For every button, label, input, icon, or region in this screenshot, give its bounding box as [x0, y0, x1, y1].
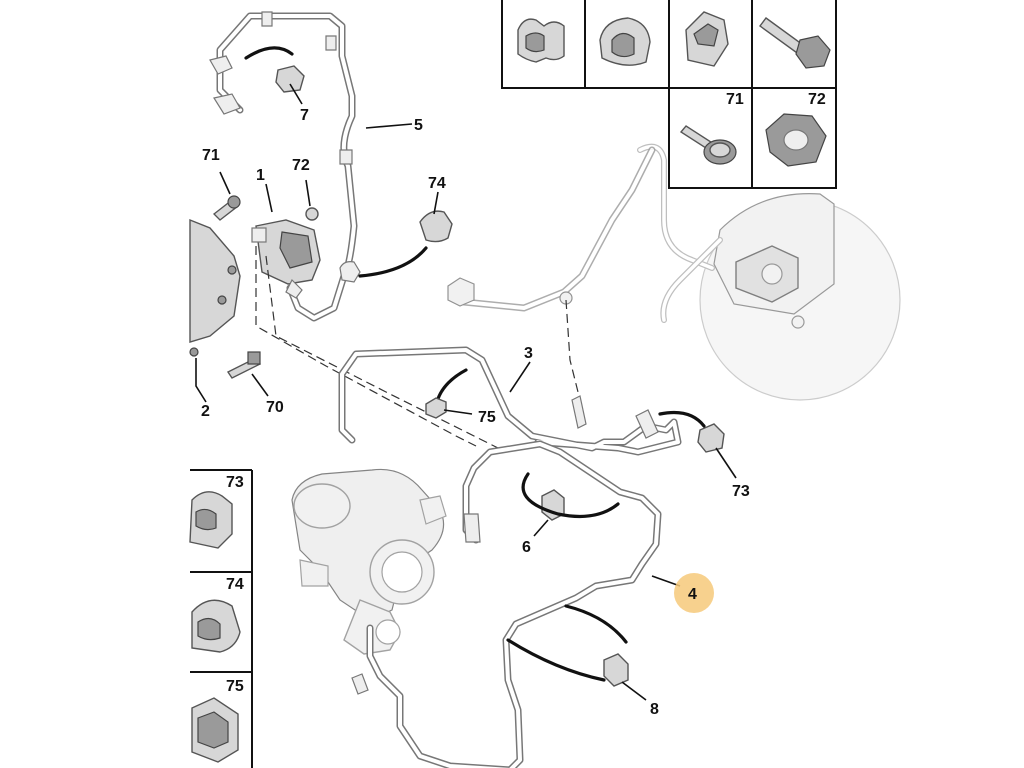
- hex-nut-icon: [765, 113, 827, 167]
- callout-75: 75: [478, 409, 496, 426]
- pointer-arc: [564, 604, 628, 644]
- callout-7: 7: [300, 107, 309, 124]
- dashed-routing-lines: [255, 246, 581, 453]
- callout-1: 1: [256, 167, 265, 184]
- callout-74: 74: [428, 175, 446, 192]
- top-legend-grid: 71 72: [501, 0, 837, 189]
- bolt-70: [226, 351, 262, 379]
- legend-label-75: 75: [226, 678, 244, 695]
- leader-line: [219, 171, 231, 195]
- leader-line: [715, 447, 737, 479]
- leader-line: [289, 83, 303, 105]
- flange-screw-icon: [679, 125, 737, 165]
- clip-bracket-icon: [685, 11, 729, 67]
- clip-single-icon: [599, 17, 651, 66]
- leader-line: [265, 183, 273, 213]
- callout-70: 70: [266, 399, 284, 416]
- clip-8: [603, 653, 629, 687]
- leader-line: [433, 191, 439, 215]
- legend-label-71: 71: [726, 91, 744, 108]
- callout-73: 73: [732, 483, 750, 500]
- nut-72: [305, 207, 319, 221]
- clip-73: [697, 423, 725, 453]
- pointer-arc: [244, 46, 294, 60]
- clip-double-icon: [517, 18, 565, 63]
- clip-single-icon: [191, 599, 241, 653]
- pipe-4: [351, 440, 662, 768]
- leader-line: [509, 361, 531, 393]
- clip-75: [425, 397, 447, 419]
- clip-7: [275, 65, 305, 93]
- highlight-marker[interactable]: [674, 573, 714, 613]
- pointer-arc: [358, 246, 428, 278]
- vacuum-pump-assembly: [637, 143, 901, 401]
- vacuum-pipe: [447, 146, 656, 312]
- left-legend-strip: 73 74 75: [189, 469, 253, 768]
- bolt-icon: [759, 17, 831, 69]
- pipe-3: [338, 346, 682, 456]
- leader-line: [651, 575, 681, 587]
- leader-line: [533, 519, 549, 537]
- screw-71: [212, 195, 241, 221]
- leader-line: [251, 373, 269, 397]
- callout-3: 3: [524, 345, 533, 362]
- clip-74: [339, 210, 453, 283]
- leader-line: [365, 123, 413, 129]
- bracket-2: [189, 218, 241, 357]
- callout-2: 2: [201, 403, 210, 420]
- pointer-arc: [521, 472, 620, 519]
- leader-line: [305, 179, 311, 207]
- leader-line: [621, 681, 647, 701]
- leader-line: [195, 358, 207, 403]
- leader-line: [443, 409, 473, 415]
- clip-bracket-icon: [191, 697, 239, 763]
- legend-label-73: 73: [226, 474, 244, 491]
- pointer-arc: [506, 638, 606, 682]
- legend-label-72: 72: [808, 91, 826, 108]
- callout-72: 72: [292, 157, 310, 174]
- legend-label-74: 74: [226, 576, 244, 593]
- callout-4[interactable]: 4: [688, 586, 697, 603]
- clip-double-icon: [189, 491, 233, 549]
- pointer-arc: [658, 410, 706, 428]
- callout-8: 8: [650, 701, 659, 718]
- callout-6: 6: [522, 539, 531, 556]
- callout-71: 71: [202, 147, 220, 164]
- callout-5: 5: [414, 117, 423, 134]
- solenoid-valve-1: [251, 219, 321, 299]
